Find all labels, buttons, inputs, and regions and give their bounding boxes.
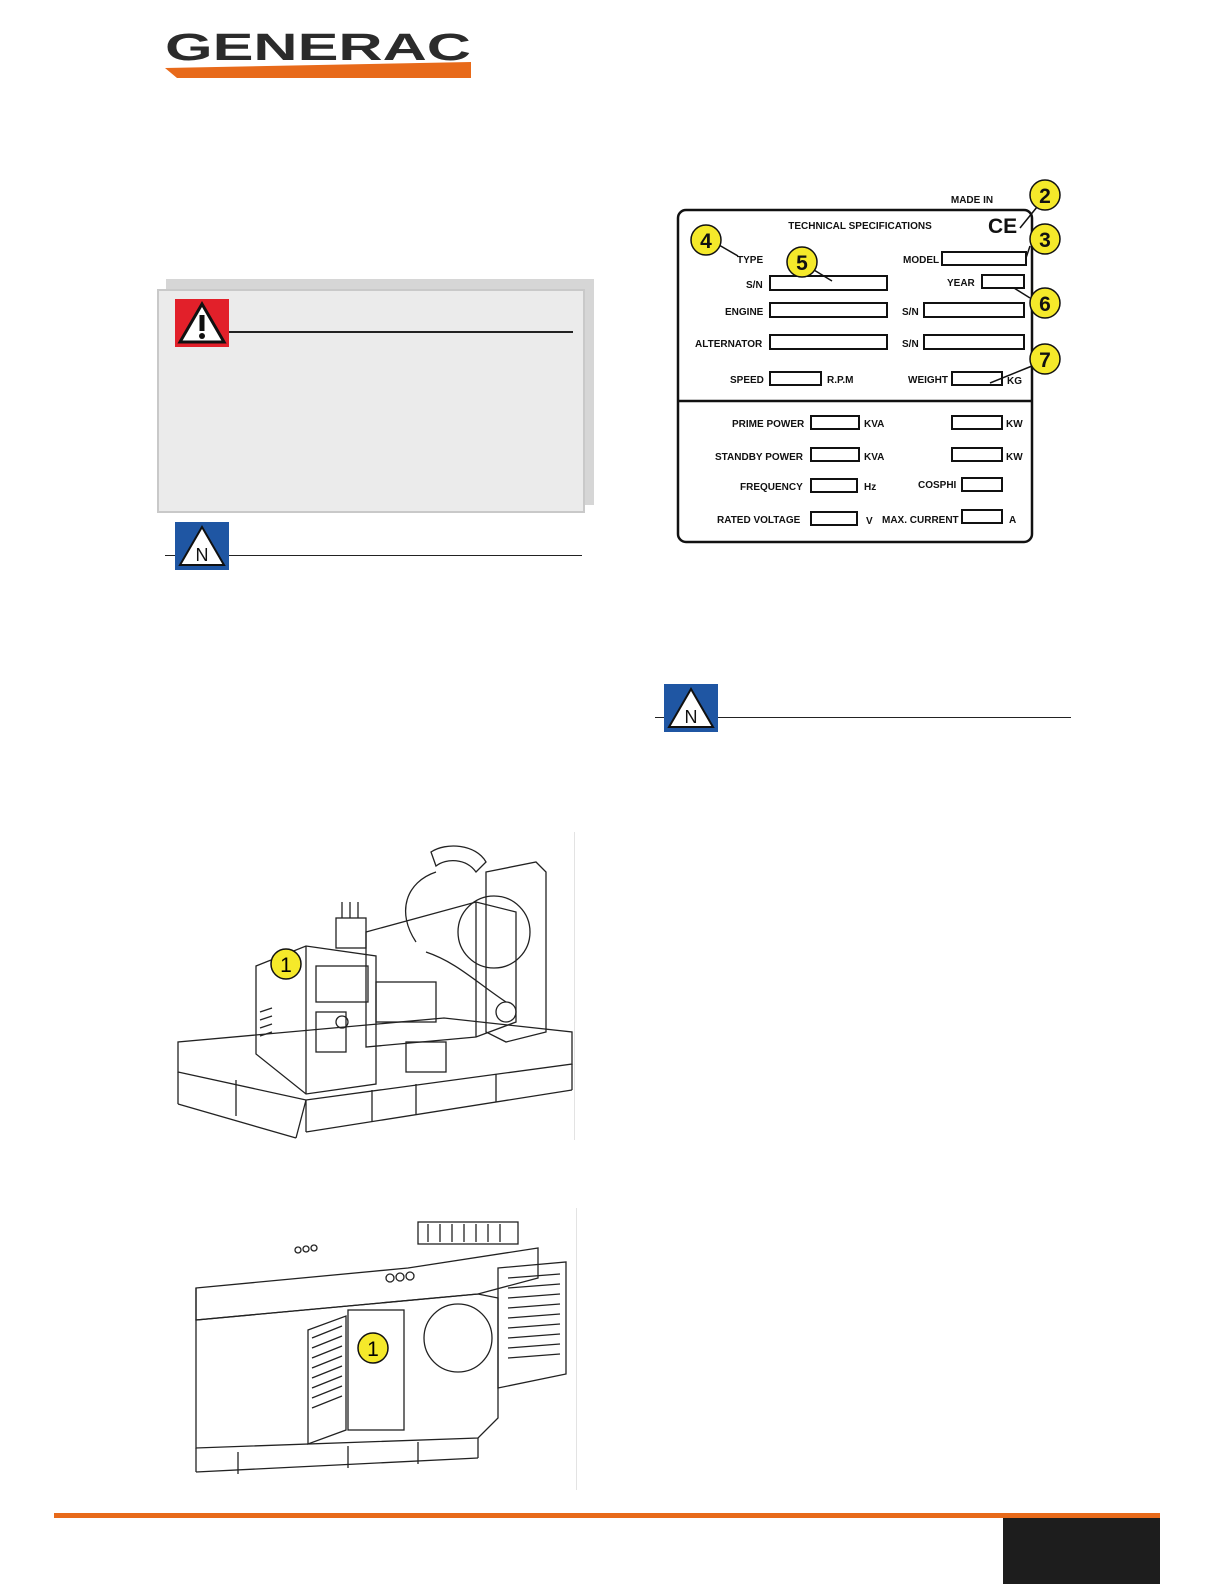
engine-sn-label: S/N — [902, 307, 919, 318]
prime-kva-unit: KVA — [864, 419, 884, 430]
frequency-label: FREQUENCY — [740, 482, 803, 493]
callout-6: 6 — [1029, 287, 1061, 319]
max-current-label: MAX. CURRENT — [882, 515, 959, 526]
ce-mark: CE — [988, 215, 1017, 238]
hz-unit: Hz — [864, 482, 876, 493]
warning-divider — [229, 331, 573, 333]
sn-label: S/N — [746, 280, 763, 291]
callout-3: 3 — [1029, 223, 1061, 255]
type-label: TYPE — [737, 255, 763, 266]
note-divider — [229, 555, 582, 556]
callout-2: 2 — [1029, 179, 1061, 211]
weight-label: WEIGHT — [908, 375, 948, 386]
rated-voltage-label: RATED VOLTAGE — [717, 515, 801, 526]
prime-power-label: PRIME POWER — [732, 419, 805, 430]
alternator-sn-label: S/N — [902, 339, 919, 350]
a-unit: A — [1009, 515, 1016, 526]
open-generator-set-illustration: 1 — [176, 832, 575, 1140]
kg-unit: KG — [1007, 376, 1022, 387]
note-n-icon: N — [664, 684, 718, 732]
note-line-stub — [655, 717, 664, 718]
svg-text:6: 6 — [1039, 293, 1051, 316]
warning-triangle-icon — [175, 299, 229, 347]
note-line-stub — [165, 555, 175, 556]
made-in-label: MADE IN — [951, 195, 993, 206]
alternator-label: ALTERNATOR — [695, 339, 763, 350]
prime-kw-unit: KW — [1006, 419, 1023, 430]
logo-wordmark: GENERAC — [165, 28, 471, 69]
engine-label: ENGINE — [725, 307, 764, 318]
logo-swoosh — [165, 62, 471, 78]
v-unit: V — [866, 516, 873, 527]
callout-1: 1 — [270, 948, 302, 980]
note-divider — [718, 717, 1071, 718]
cosphi-label: COSPHI — [918, 480, 957, 491]
callout-7: 7 — [1029, 343, 1061, 375]
footer-rule — [54, 1513, 1160, 1518]
callout-4: 4 — [690, 224, 722, 256]
note-n-icon: N — [175, 522, 229, 570]
svg-text:3: 3 — [1039, 229, 1051, 252]
generac-logo: GENERAC — [163, 27, 475, 82]
callout-5: 5 — [786, 246, 818, 278]
svg-text:N: N — [196, 545, 209, 565]
svg-text:N: N — [685, 707, 698, 727]
standby-power-label: STANDBY POWER — [715, 452, 804, 463]
year-label: YEAR — [947, 278, 976, 289]
callout-1-label: 1 — [280, 954, 292, 977]
callout-1-label: 1 — [367, 1338, 379, 1361]
technical-specifications-plate: MADE IN TECHNICAL SPECIFICATIONS CE TYPE… — [660, 178, 1070, 558]
standby-kva-unit: KVA — [864, 452, 884, 463]
svg-text:2: 2 — [1039, 185, 1051, 208]
svg-text:4: 4 — [700, 230, 712, 253]
rpm-unit: R.P.M — [827, 375, 854, 386]
standby-kw-unit: KW — [1006, 452, 1023, 463]
model-label: MODEL — [903, 255, 939, 266]
footer-page-tab — [1003, 1518, 1160, 1584]
callout-1: 1 — [357, 1332, 389, 1364]
svg-text:7: 7 — [1039, 349, 1051, 372]
svg-text:5: 5 — [796, 252, 808, 275]
speed-label: SPEED — [730, 375, 764, 386]
enclosed-generator-set-illustration: 1 — [178, 1208, 577, 1490]
plate-title: TECHNICAL SPECIFICATIONS — [788, 221, 932, 232]
